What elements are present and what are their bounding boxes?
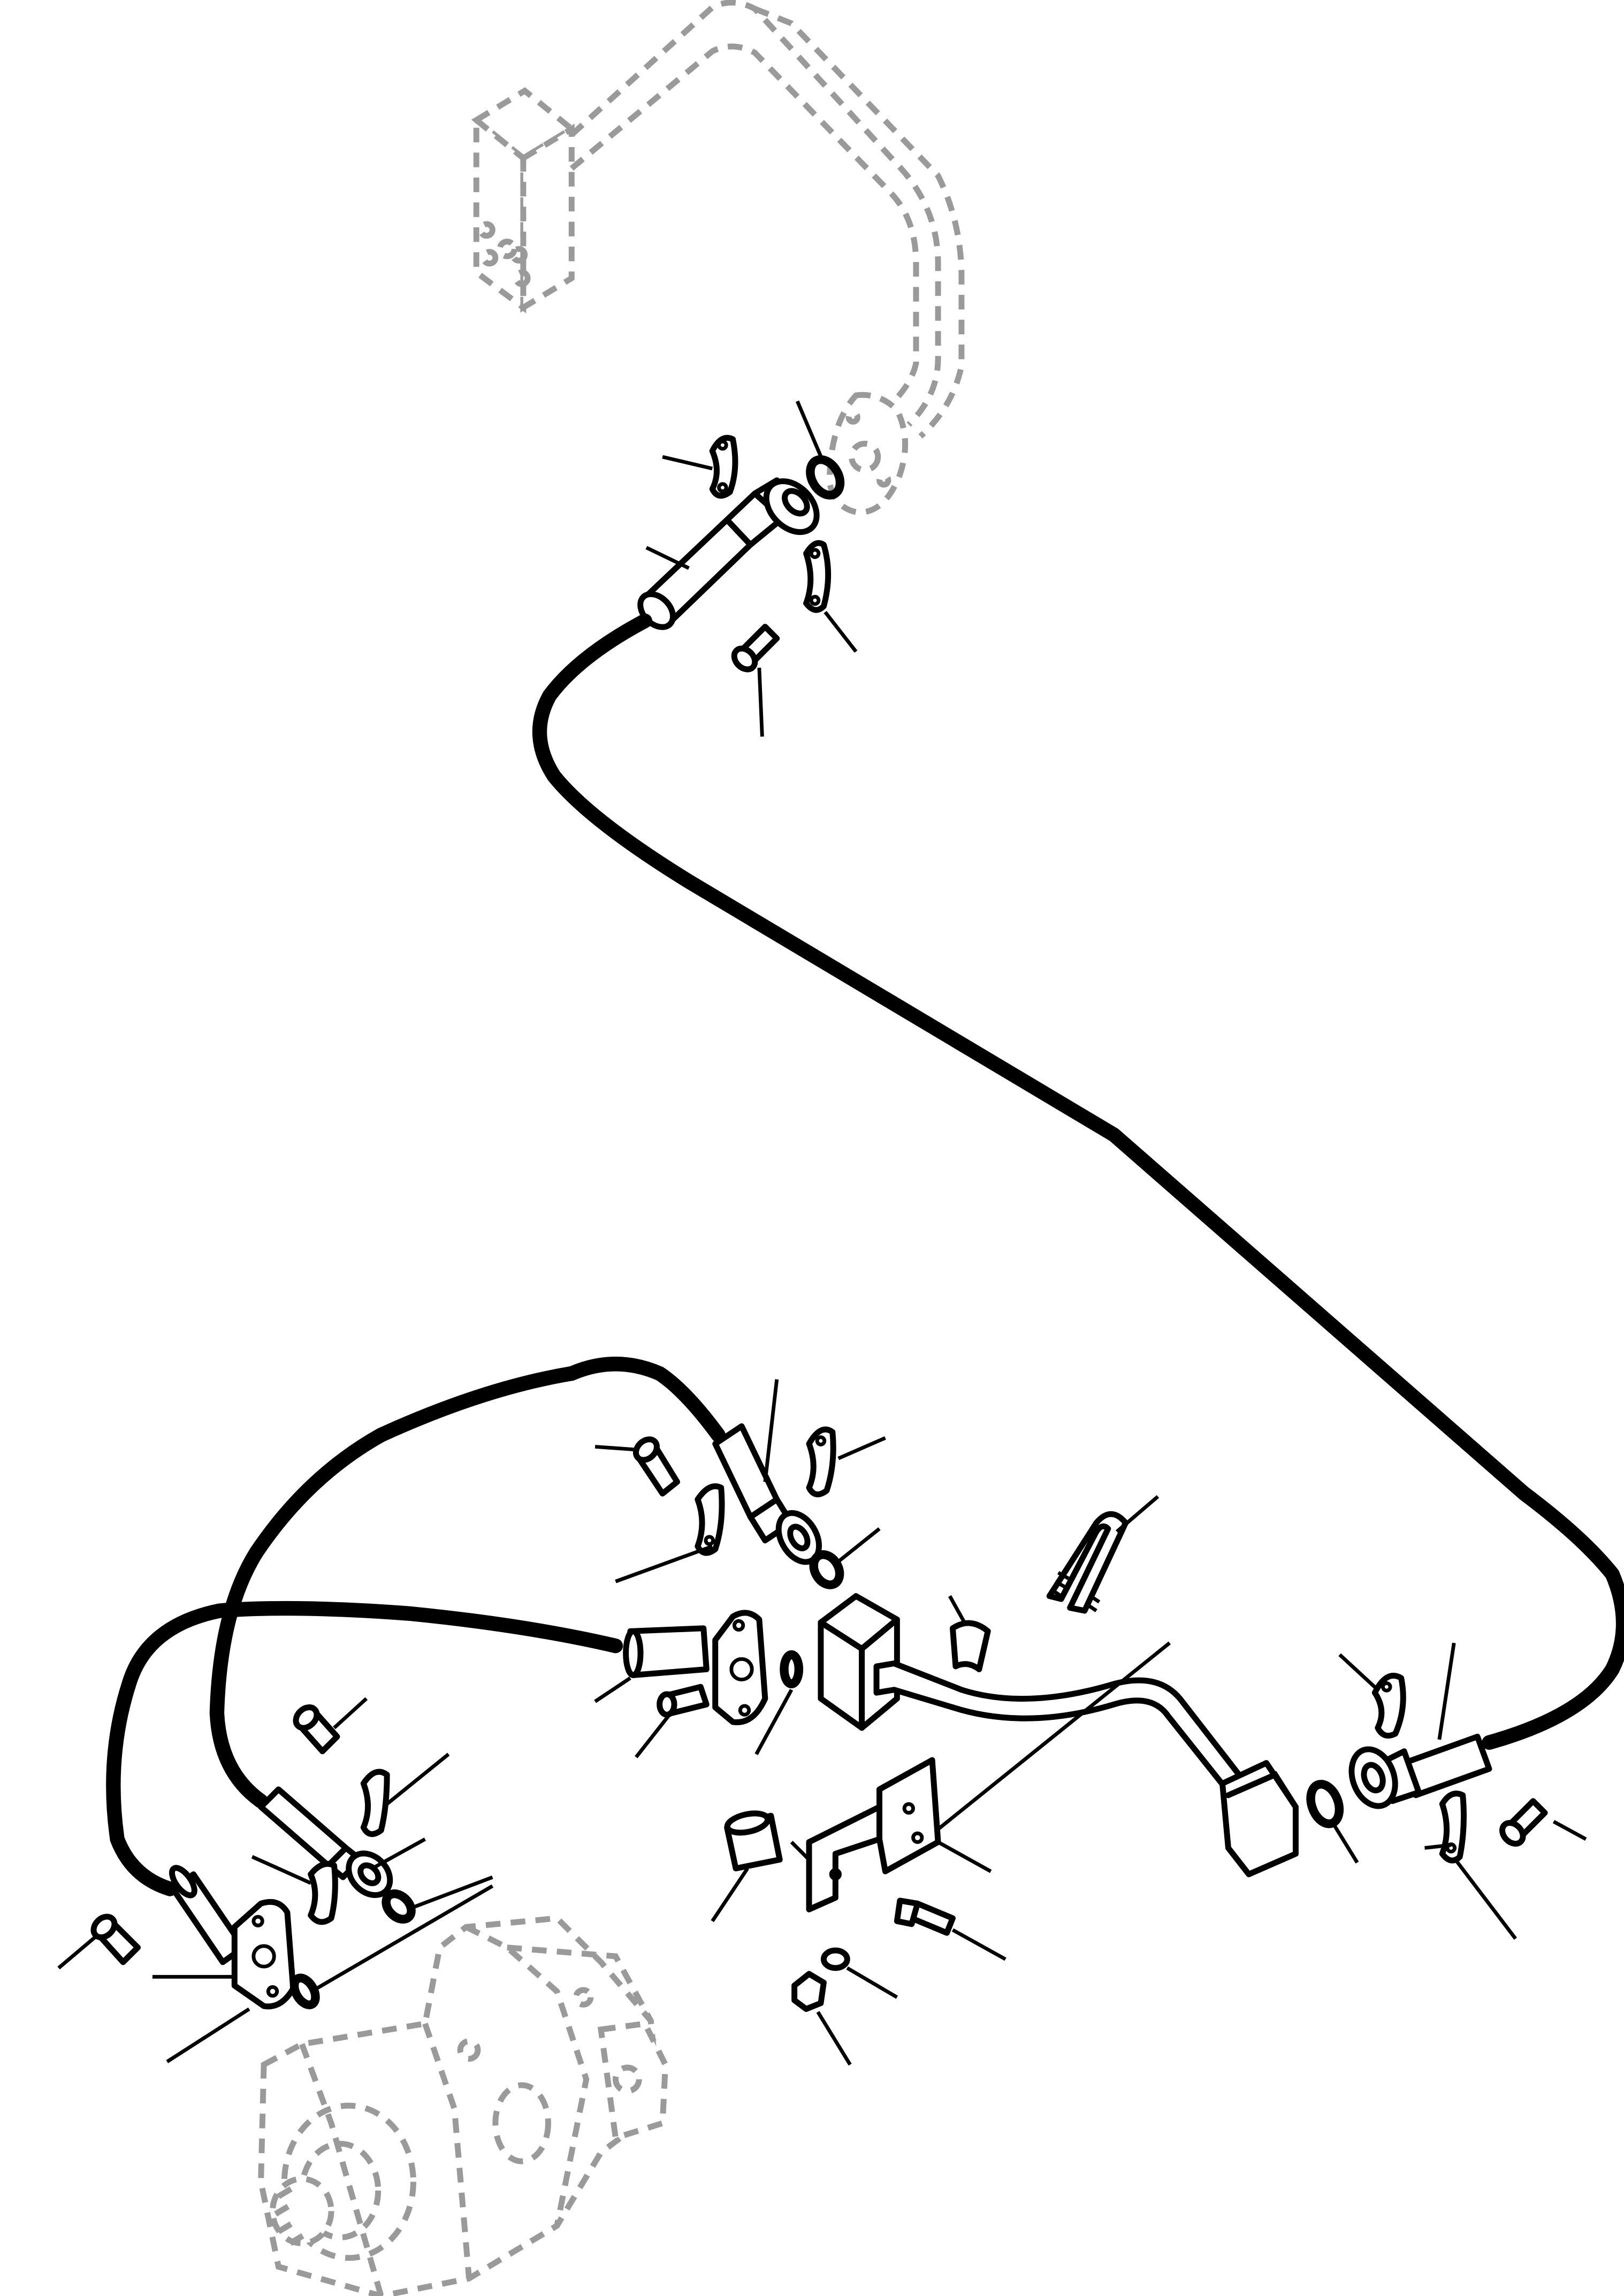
spacer-sleeve: [724, 1810, 783, 1872]
bracket-leader-lines: [711, 1840, 1007, 2066]
middle-flange-o-ring: [780, 1650, 804, 1689]
bracket-bolt: [894, 1897, 956, 1936]
middle-split-flange-half-b: [695, 1483, 725, 1556]
left-split-flange-half-a: [360, 1769, 390, 1837]
hydraulic-pump-ghost: [258, 1915, 669, 2296]
middle-bolt: [633, 1436, 680, 1497]
long-hose: [532, 613, 1624, 1750]
left-upper-o-ring: [382, 1889, 416, 1924]
upper-o-ring: [806, 455, 845, 500]
valve-block-ghost: [471, 87, 577, 313]
tube-clamp-u-bolt: [1046, 1511, 1129, 1614]
right-split-flange-half-b: [1439, 1790, 1467, 1864]
right-o-ring: [1306, 1780, 1344, 1828]
pressure-tube-ghost: [569, 0, 965, 516]
tube-clamp-saddle: [949, 1620, 991, 1672]
middle-hose-fitting: [712, 1423, 822, 1565]
upper-leader-lines: [645, 400, 858, 737]
middle-straight-fitting: [623, 1610, 768, 1726]
upper-split-flange-half-a: [709, 435, 738, 499]
middle-hose-upper: [209, 1357, 726, 1809]
middle-hose-lower: [106, 1601, 623, 1896]
left-bolt-upper: [293, 1704, 340, 1755]
left-bolt-lower: [90, 1914, 141, 1965]
steel-tube-assembly: [818, 1593, 1299, 1878]
middle-flange-bolt: [657, 1683, 710, 1718]
left-leader-lines: [57, 1697, 494, 2063]
right-split-flange-half-a: [1371, 1673, 1406, 1739]
bracket-washer: [820, 1947, 850, 1971]
left-split-flange-half-b: [308, 1861, 338, 1925]
middle-o-ring: [809, 1550, 844, 1589]
middle-split-flange-half-a: [806, 1426, 836, 1497]
mounting-bracket: [806, 1757, 941, 1912]
left-flange-o-ring: [289, 1973, 320, 2009]
upper-bolt: [731, 624, 780, 672]
right-leader-lines: [1332, 1642, 1587, 1940]
bracket-nut: [791, 1971, 827, 2012]
right-bolt: [1499, 1798, 1548, 1847]
left-straight-fitting: [169, 1865, 296, 2010]
upper-hose-fitting: [637, 477, 820, 630]
right-hose-fitting: [1348, 1733, 1492, 1809]
upper-split-flange-half-b: [803, 540, 832, 613]
middle-leader-lines: [594, 1379, 886, 1758]
